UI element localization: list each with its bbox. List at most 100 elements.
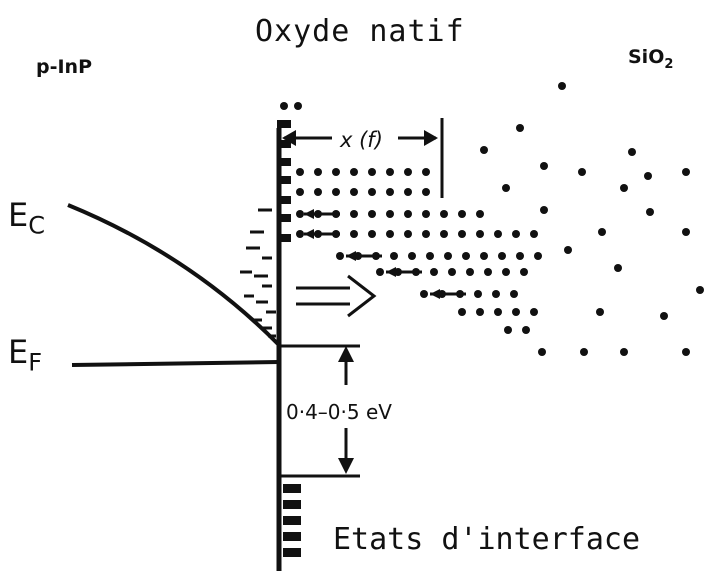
oxide-trap-dot xyxy=(386,210,394,218)
oxide-trap-dot xyxy=(404,230,412,238)
oxide-trap-dot xyxy=(368,168,376,176)
fermi-level-label: EF xyxy=(8,333,42,376)
oxide-trap-dot xyxy=(696,286,704,294)
oxide-trap-dot xyxy=(476,230,484,238)
right-material-subscript: 2 xyxy=(664,56,674,72)
oxide-trap-dot xyxy=(484,268,492,276)
back-arrow-head xyxy=(304,209,314,219)
interface-state-bar xyxy=(283,516,301,525)
energy-gap-arrows xyxy=(338,346,354,474)
oxide-trap-dot xyxy=(510,290,518,298)
oxide-trap-dot xyxy=(404,210,412,218)
back-arrow-head xyxy=(304,229,314,239)
back-arrow-head xyxy=(386,267,396,277)
oxide-trap-dot xyxy=(516,124,524,132)
oxide-trap-dot xyxy=(280,102,288,110)
oxide-trap-dot xyxy=(598,228,606,236)
interface-state-bar xyxy=(283,532,301,541)
oxide-trap-dot xyxy=(332,168,340,176)
oxide-trap-dot xyxy=(476,308,484,316)
oxide-trap-dot xyxy=(620,184,628,192)
oxide-trap-dot xyxy=(476,210,484,218)
oxide-trap-dot xyxy=(376,268,384,276)
oxide-trap-dot xyxy=(540,162,548,170)
oxide-trap-dot xyxy=(620,348,628,356)
interface-state-bar xyxy=(277,176,291,184)
oxide-trap-dot xyxy=(368,188,376,196)
oxide-trap-dot xyxy=(386,168,394,176)
oxide-trap-dot xyxy=(474,290,482,298)
oxide-trap-dot xyxy=(296,188,304,196)
oxide-trap-dot xyxy=(350,168,358,176)
oxide-trap-dot xyxy=(332,188,340,196)
oxide-trap-dot xyxy=(422,168,430,176)
diagram-title: Oxyde natif xyxy=(255,14,465,49)
interface-state-bar xyxy=(277,158,291,166)
interface-state-bar xyxy=(277,196,291,204)
oxide-trap-dot xyxy=(558,82,566,90)
oxide-trap-dot xyxy=(458,230,466,238)
oxide-trap-dot xyxy=(440,210,448,218)
oxide-trap-dot xyxy=(646,208,654,216)
oxide-trap-dot xyxy=(458,210,466,218)
oxide-trap-dot xyxy=(538,348,546,356)
right-material-base: SiO xyxy=(628,46,665,68)
interface-state-bar xyxy=(283,548,301,557)
oxide-trap-dot xyxy=(296,168,304,176)
oxide-trap-dot xyxy=(530,230,538,238)
oxide-trap-dot xyxy=(296,210,304,218)
conduction-band-curve xyxy=(67,203,281,347)
interface-state-bar xyxy=(283,500,301,509)
back-arrow-head xyxy=(346,251,356,261)
oxide-trap-dot xyxy=(440,230,448,238)
interface-state-bar xyxy=(277,234,291,242)
oxide-trap-dot xyxy=(386,230,394,238)
oxide-trap-dot xyxy=(458,308,466,316)
oxide-trap-dot xyxy=(516,252,524,260)
distance-arrows-icon xyxy=(282,118,444,198)
oxide-trap-dot xyxy=(502,268,510,276)
oxide-trap-dot xyxy=(430,268,438,276)
oxide-trap-dot xyxy=(462,252,470,260)
oxide-trap-dot xyxy=(628,148,636,156)
oxide-trap-dot xyxy=(520,268,528,276)
oxide-trap-dots xyxy=(280,82,704,356)
oxide-trap-dot xyxy=(422,188,430,196)
oxide-trap-dot xyxy=(480,146,488,154)
tunnel-arrow-icon xyxy=(296,274,377,318)
oxide-trap-dot xyxy=(422,230,430,238)
oxide-trap-dot xyxy=(682,228,690,236)
ef-subscript: F xyxy=(28,348,43,377)
interface-state-bar xyxy=(277,140,291,148)
oxide-trap-dot xyxy=(314,168,322,176)
oxide-trap-dot xyxy=(408,252,416,260)
energy-gap-label: 0·4–0·5 eV xyxy=(286,400,392,424)
oxide-trap-dot xyxy=(596,308,604,316)
oxide-trap-dot xyxy=(512,230,520,238)
tunnelling-back-arrows xyxy=(304,209,466,299)
oxide-trap-dot xyxy=(444,252,452,260)
oxide-trap-dot xyxy=(296,230,304,238)
oxide-trap-dot xyxy=(368,210,376,218)
oxide-trap-dot xyxy=(404,188,412,196)
oxide-trap-dot xyxy=(492,290,500,298)
oxide-trap-dot xyxy=(614,264,622,272)
oxide-trap-dot xyxy=(502,184,510,192)
filled-states-dashes xyxy=(240,208,276,338)
oxide-trap-dot xyxy=(404,168,412,176)
oxide-trap-dot xyxy=(350,188,358,196)
interface-state-bar xyxy=(277,120,291,128)
oxide-trap-dot xyxy=(390,252,398,260)
left-material-label: p-InP xyxy=(36,56,93,78)
fermi-level-line xyxy=(71,360,280,367)
oxide-trap-dot xyxy=(530,308,538,316)
oxide-trap-dot xyxy=(682,168,690,176)
oxide-trap-dot xyxy=(660,312,668,320)
ec-subscript: C xyxy=(28,211,45,240)
oxide-trap-dot xyxy=(578,168,586,176)
oxide-trap-dot xyxy=(314,188,322,196)
oxide-trap-dot xyxy=(522,326,530,334)
oxide-trap-dot xyxy=(426,252,434,260)
oxide-trap-dot xyxy=(480,252,488,260)
oxide-trap-dot xyxy=(368,230,376,238)
